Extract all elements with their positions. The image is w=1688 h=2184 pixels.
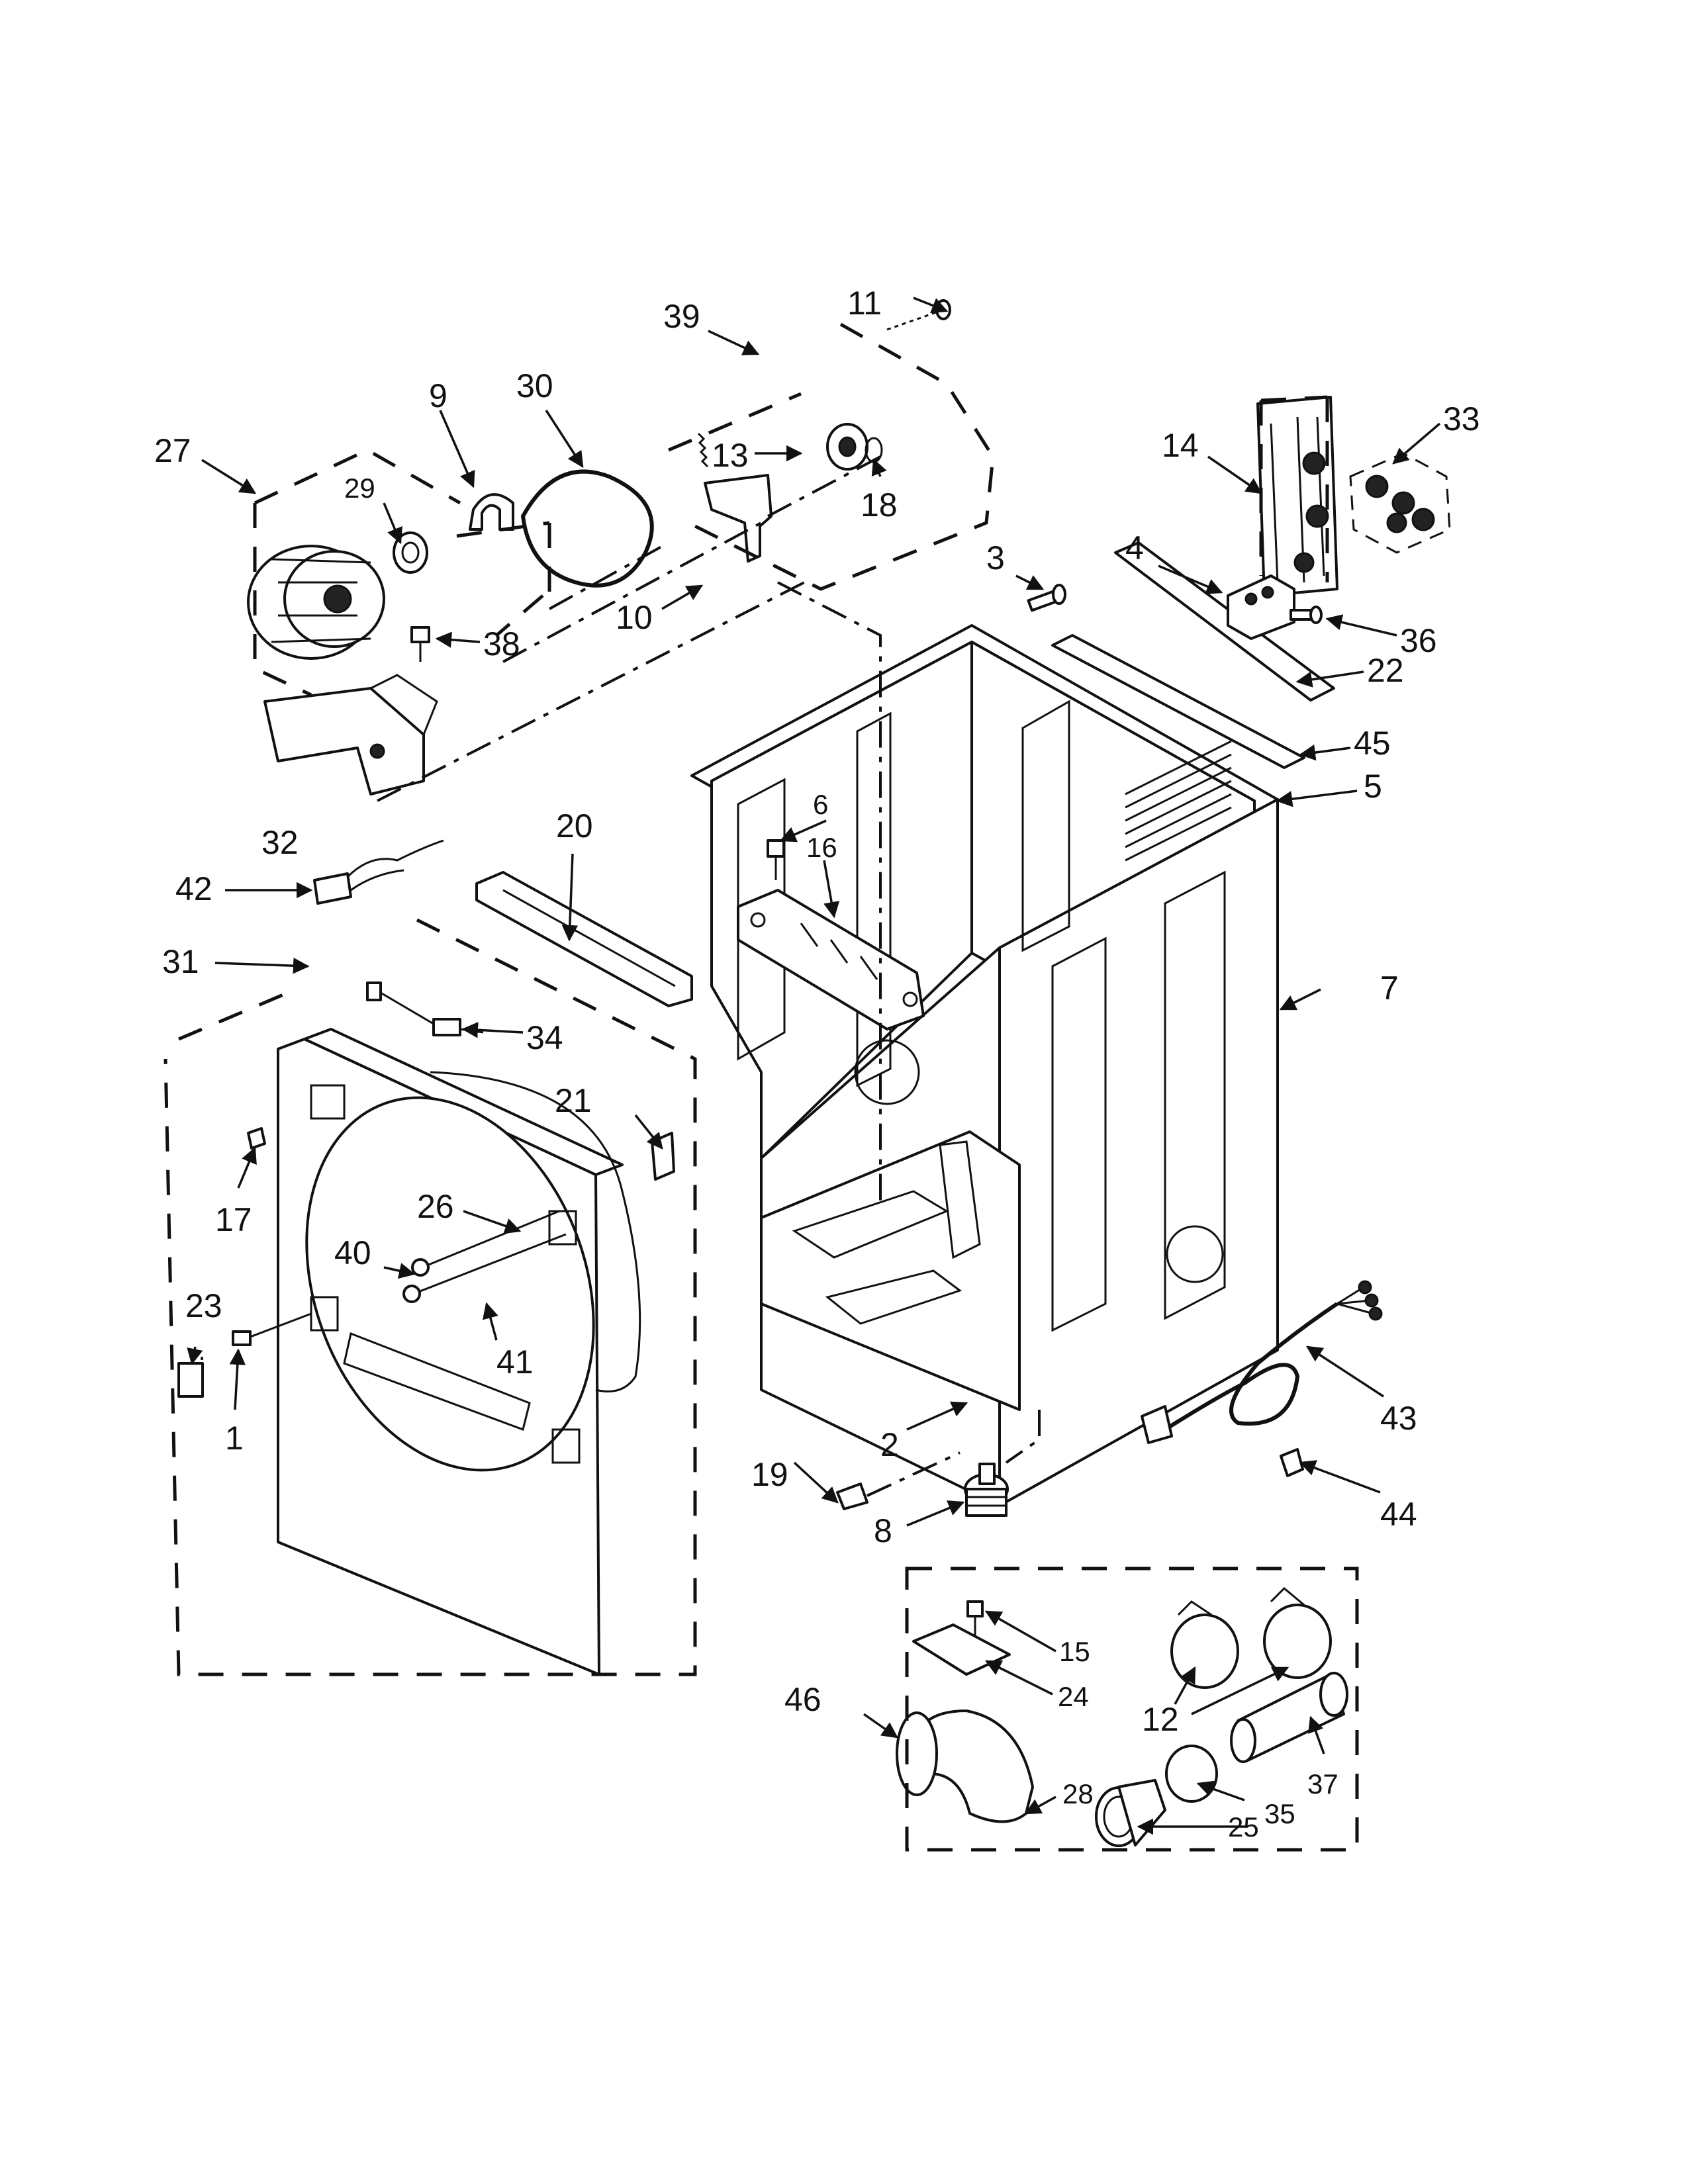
idler-spring	[697, 432, 709, 468]
clip-19	[836, 1482, 868, 1510]
callout-17: 17	[215, 1201, 252, 1238]
callout-11: 11	[847, 285, 882, 322]
callout-15: 15	[1059, 1636, 1090, 1667]
callout-40: 40	[334, 1234, 371, 1271]
power-cord	[1141, 1280, 1383, 1444]
callout-12: 12	[1142, 1701, 1179, 1738]
front-bracket	[737, 839, 925, 1030]
group-outlines	[164, 322, 1359, 1852]
callout-23: 23	[185, 1287, 222, 1324]
front-rail	[475, 871, 693, 1007]
callout-43: 43	[1380, 1400, 1417, 1437]
callout-31: 31	[162, 943, 199, 980]
callout-20: 20	[556, 807, 593, 844]
callout-32: 32	[261, 824, 299, 861]
callout-13: 13	[712, 437, 749, 474]
callout-6: 6	[813, 789, 828, 820]
callout-35: 35	[1264, 1798, 1295, 1829]
callout-36: 36	[1400, 622, 1437, 659]
wire-harness-34	[366, 981, 484, 1036]
screw-38	[410, 626, 430, 662]
callout-21: 21	[555, 1082, 592, 1119]
callout-labels: 27 29 9 30 39 11 13 18 38 10 32 3 4 14 3…	[154, 285, 1480, 1843]
callout-24: 24	[1058, 1681, 1089, 1712]
drive-motor	[247, 531, 428, 660]
callout-39: 39	[663, 298, 700, 335]
callout-42: 42	[175, 870, 212, 907]
leveling-foot	[964, 1463, 1009, 1517]
callout-1: 1	[225, 1420, 244, 1457]
callout-27: 27	[154, 432, 191, 469]
leader-lines	[187, 296, 1441, 1835]
cabinet	[690, 624, 1279, 1507]
callout-16: 16	[806, 832, 837, 863]
screws-40	[402, 1210, 567, 1303]
motor-mount	[263, 674, 438, 796]
callout-30: 30	[516, 367, 553, 404]
callout-7: 7	[1380, 970, 1399, 1007]
clip-44	[1280, 1448, 1304, 1477]
switch-housing	[1227, 574, 1295, 640]
label-plate-23	[177, 1362, 204, 1398]
door-seal	[430, 1071, 641, 1392]
callout-22: 22	[1367, 652, 1404, 689]
callout-29: 29	[344, 473, 375, 504]
callout-44: 44	[1380, 1496, 1417, 1533]
motor-clip	[469, 493, 514, 531]
callout-10: 10	[616, 599, 653, 636]
clip-17	[247, 1127, 266, 1150]
front-panel	[277, 1028, 624, 1676]
screw-11	[886, 299, 951, 331]
callout-38: 38	[483, 625, 520, 662]
callout-34: 34	[526, 1019, 563, 1056]
callout-41: 41	[496, 1343, 534, 1381]
control-board	[1256, 396, 1338, 597]
screw-3	[1027, 584, 1066, 612]
callout-5: 5	[1364, 768, 1382, 805]
idler-assembly	[704, 423, 883, 563]
callout-26: 26	[417, 1188, 454, 1225]
screw-36	[1289, 606, 1323, 624]
screw-1	[232, 1312, 312, 1346]
callout-45: 45	[1354, 725, 1391, 762]
drive-belt	[520, 469, 654, 588]
callout-37: 37	[1307, 1768, 1338, 1799]
callout-25: 25	[1228, 1811, 1259, 1843]
callout-3: 3	[986, 539, 1005, 576]
callout-9: 9	[429, 377, 447, 414]
callout-46: 46	[784, 1681, 821, 1718]
knobs	[1349, 452, 1451, 554]
callout-8: 8	[874, 1512, 892, 1549]
callout-28: 28	[1062, 1778, 1094, 1809]
callout-18: 18	[861, 486, 898, 523]
callout-19: 19	[751, 1456, 788, 1493]
callout-2: 2	[880, 1426, 899, 1463]
callout-33: 33	[1443, 400, 1480, 437]
wire-harness-42	[313, 839, 444, 905]
callout-14: 14	[1162, 427, 1199, 464]
callout-4: 4	[1125, 529, 1144, 567]
